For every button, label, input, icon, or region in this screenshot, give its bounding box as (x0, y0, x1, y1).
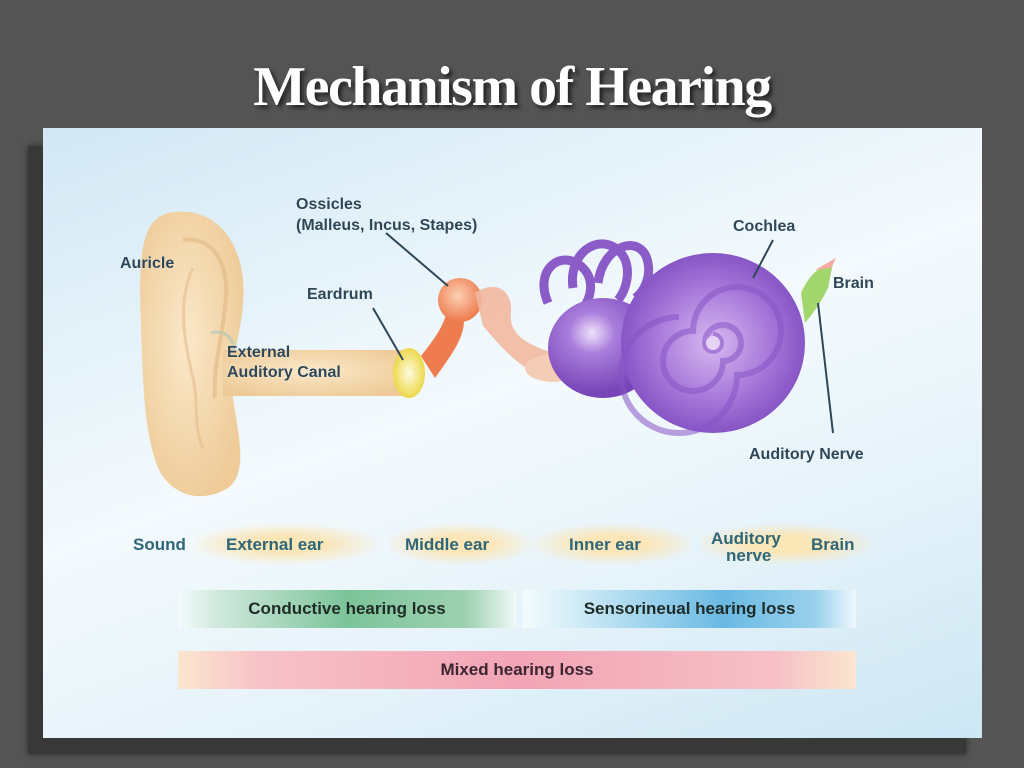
mixed-hearing-loss-label: Mixed hearing loss (440, 660, 594, 679)
ear-anatomy-illustration (140, 211, 836, 497)
eardrum-shape (393, 348, 425, 398)
eardrum-label: Eardrum (307, 286, 373, 303)
external-canal-label-line2: Auditory Canal (227, 364, 341, 381)
external-canal-label-line1: External (227, 344, 291, 361)
pathway-external-ear: External ear (226, 535, 324, 554)
auditory-nerve-shape (801, 263, 833, 323)
external-ear-highlight (193, 524, 378, 564)
inner-ear-highlight (533, 524, 693, 564)
pathway-sound: Sound (133, 535, 186, 554)
sensorineural-hearing-loss-bar: Sensorineual hearing loss (523, 590, 856, 628)
nerve-brain-highlight (698, 524, 873, 564)
conductive-hearing-loss-bar: Conductive hearing loss (178, 590, 516, 628)
pathway-brain: Brain (811, 535, 855, 554)
leader-lines (372, 232, 834, 434)
pathway-middle-ear: Middle ear (405, 535, 490, 554)
ossicles-detail-label: (Malleus, Incus, Stapes) (296, 217, 478, 234)
pathway-auditory-nerve-line2: nerve (726, 546, 772, 565)
brain-shape (815, 258, 836, 270)
auricle-label: Auricle (120, 255, 175, 272)
mixed-hearing-loss-bar: Mixed hearing loss (178, 651, 856, 689)
brain-label: Brain (833, 275, 874, 292)
pathway-inner-ear: Inner ear (569, 535, 641, 554)
middle-ear-highlight (388, 524, 533, 564)
auricle-shape (140, 211, 244, 497)
cochlea-label: Cochlea (733, 218, 796, 235)
auditory-nerve-label: Auditory Nerve (749, 446, 864, 463)
slide-title: Mechanism of Hearing (253, 56, 772, 118)
cochlea-shape (618, 253, 805, 436)
pathway-auditory-nerve-line1: Auditory (711, 529, 781, 548)
hearing-diagram: Ossicles (Malleus, Incus, Stapes) Auricl… (43, 128, 982, 738)
conductive-hearing-loss-label: Conductive hearing loss (248, 599, 446, 618)
sensorineural-hearing-loss-label: Sensorineual hearing loss (583, 599, 796, 618)
ear-canal-shape (223, 350, 417, 396)
ossicles-label: Ossicles (296, 196, 362, 213)
